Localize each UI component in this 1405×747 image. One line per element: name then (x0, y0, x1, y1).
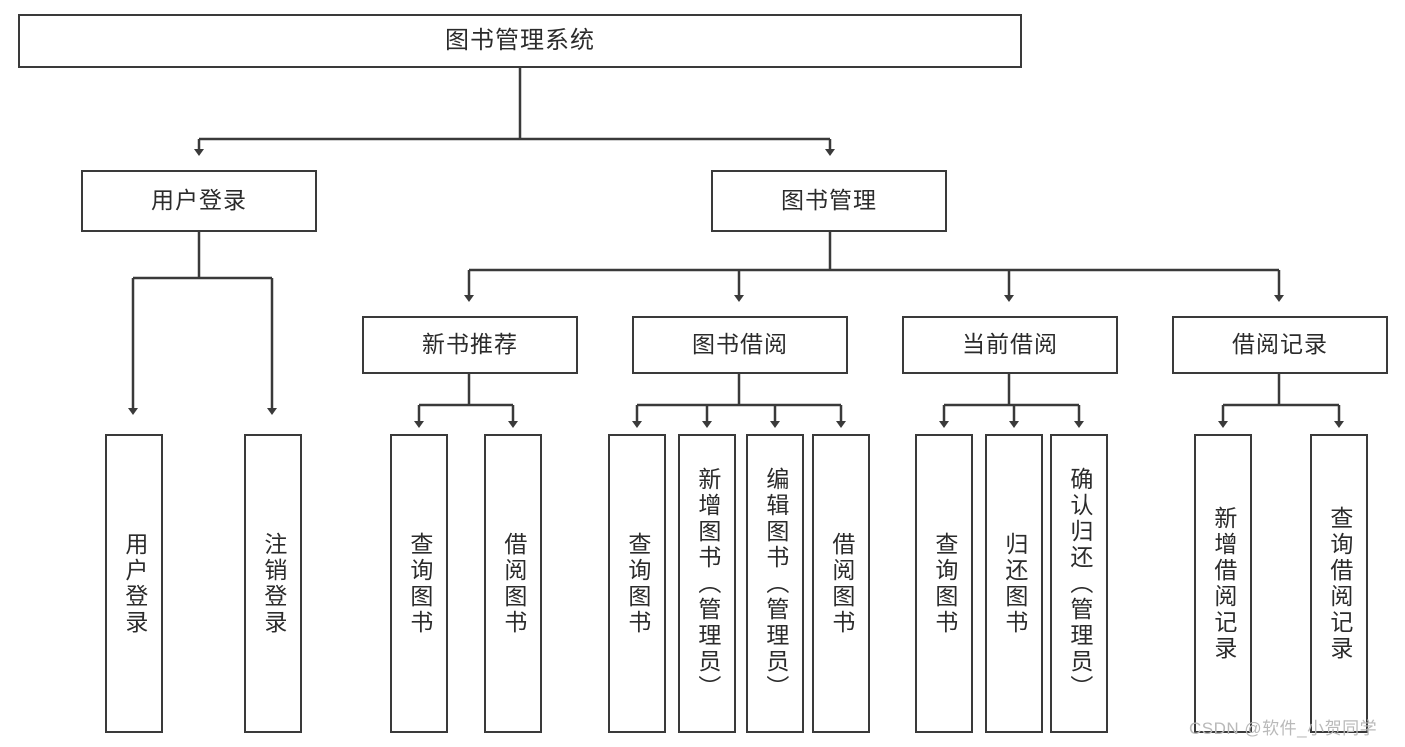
node-leaf-borrow-book-bb[interactable]: 借阅图书 (812, 434, 870, 733)
node-label: 借阅图书 (828, 531, 855, 636)
node-label: 查询借阅记录 (1326, 505, 1353, 662)
node-label: 图书管理 (781, 187, 877, 214)
node-label: 归还图书 (1001, 531, 1028, 636)
node-leaf-add-book-admin[interactable]: 新增图书（管理员） (678, 434, 736, 733)
node-leaf-edit-book-admin[interactable]: 编辑图书（管理员） (746, 434, 804, 733)
node-leaf-user-login[interactable]: 用户登录 (105, 434, 163, 733)
node-leaf-query-book-bb[interactable]: 查询图书 (608, 434, 666, 733)
node-label: 图书借阅 (692, 331, 788, 358)
node-root-system[interactable]: 图书管理系统 (18, 14, 1022, 68)
node-book-management[interactable]: 图书管理 (711, 170, 947, 232)
node-label: 用户登录 (151, 187, 247, 214)
node-new-book-recommend[interactable]: 新书推荐 (362, 316, 578, 374)
node-label: 图书管理系统 (445, 26, 595, 54)
node-label: 当前借阅 (962, 331, 1058, 358)
node-leaf-query-book-nb[interactable]: 查询图书 (390, 434, 448, 733)
node-label: 借阅记录 (1232, 331, 1328, 358)
node-book-borrow[interactable]: 图书借阅 (632, 316, 848, 374)
node-current-borrow[interactable]: 当前借阅 (902, 316, 1118, 374)
node-label: 借阅图书 (500, 531, 527, 636)
node-label: 查询图书 (931, 531, 958, 636)
node-leaf-logout[interactable]: 注销登录 (244, 434, 302, 733)
node-leaf-borrow-book-nb[interactable]: 借阅图书 (484, 434, 542, 733)
node-leaf-return-book[interactable]: 归还图书 (985, 434, 1043, 733)
node-user-login[interactable]: 用户登录 (81, 170, 317, 232)
node-label: 查询图书 (624, 531, 651, 636)
node-label: 查询图书 (406, 531, 433, 636)
node-label: 注销登录 (260, 531, 287, 636)
node-leaf-confirm-return-admin[interactable]: 确认归还（管理员） (1050, 434, 1108, 733)
node-borrow-record[interactable]: 借阅记录 (1172, 316, 1388, 374)
node-label: 编辑图书（管理员） (762, 466, 789, 701)
node-leaf-query-borrow-record[interactable]: 查询借阅记录 (1310, 434, 1368, 733)
node-leaf-query-book-cb[interactable]: 查询图书 (915, 434, 973, 733)
node-label: 新增借阅记录 (1210, 505, 1237, 662)
node-label: 用户登录 (121, 531, 148, 636)
node-leaf-add-borrow-record[interactable]: 新增借阅记录 (1194, 434, 1252, 733)
node-label: 新书推荐 (422, 331, 518, 358)
watermark-text: CSDN @软件_小贺同学 (1189, 719, 1378, 738)
node-label: 确认归还（管理员） (1066, 466, 1093, 701)
node-label: 新增图书（管理员） (694, 466, 721, 701)
